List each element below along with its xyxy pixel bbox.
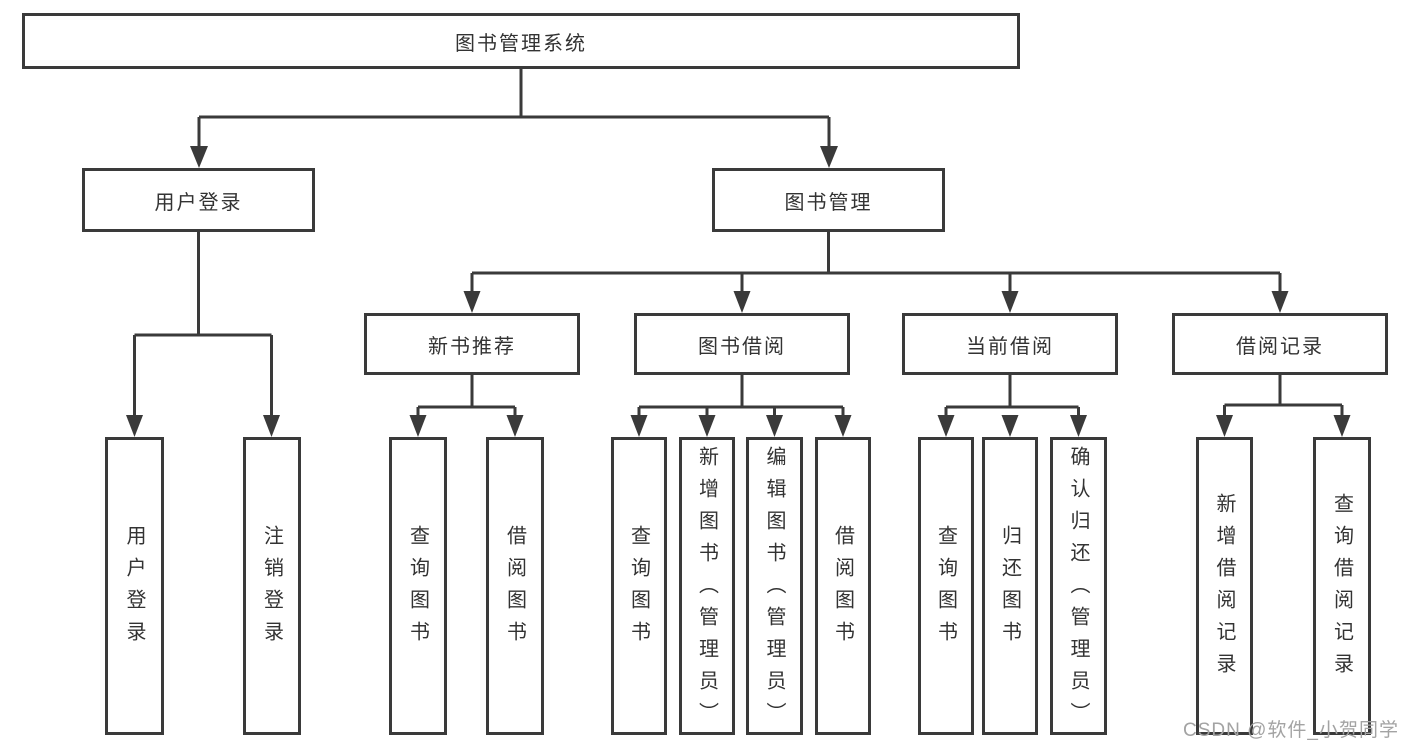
node-query-books: 查询图书	[611, 437, 667, 735]
connector	[470, 232, 1282, 291]
node-current-borrowing: 当前借阅	[902, 313, 1118, 375]
arrowhead-icon	[126, 415, 143, 437]
connector	[197, 69, 831, 146]
node-book-borrowing: 图书借阅	[634, 313, 850, 375]
connector	[637, 375, 845, 415]
node-user-login: 用户登录	[82, 168, 315, 232]
arrowhead-icon	[834, 415, 852, 437]
node-edit-books-admin: 编辑图书（管理员）	[746, 437, 803, 735]
arrowhead-icon	[698, 415, 716, 437]
node-book-management: 图书管理	[712, 168, 945, 232]
node-user-login-leaf: 用户登录	[105, 437, 164, 735]
node-root: 图书管理系统	[22, 13, 1020, 69]
arrowhead-icon	[263, 415, 280, 437]
node-logout: 注销登录	[243, 437, 301, 735]
arrowhead-icon	[190, 146, 208, 168]
node-confirm-return-admin: 确认归还（管理员）	[1050, 437, 1107, 735]
connector	[1223, 375, 1344, 415]
arrowhead-icon	[409, 415, 427, 437]
node-return-books: 归还图书	[982, 437, 1038, 735]
node-query-books: 查询图书	[389, 437, 447, 735]
arrowhead-icon	[630, 415, 648, 437]
arrowhead-icon	[1216, 415, 1233, 437]
connector	[944, 375, 1080, 415]
watermark: CSDN @软件_小贺同学	[1183, 720, 1399, 741]
arrowhead-icon	[937, 415, 955, 437]
node-borrow-books: 借阅图书	[486, 437, 544, 735]
node-query-books: 查询图书	[918, 437, 974, 735]
arrowhead-icon	[820, 146, 838, 168]
arrowhead-icon	[1001, 415, 1019, 437]
node-new-book-recommend: 新书推荐	[364, 313, 580, 375]
node-borrow-books: 借阅图书	[815, 437, 871, 735]
arrowhead-icon	[506, 415, 524, 437]
node-query-borrow-record: 查询借阅记录	[1313, 437, 1371, 735]
node-add-borrow-record: 新增借阅记录	[1196, 437, 1253, 735]
connector	[416, 375, 517, 415]
arrowhead-icon	[1333, 415, 1351, 437]
connector	[133, 232, 273, 415]
arrowhead-icon	[733, 291, 751, 313]
arrowhead-icon	[1271, 291, 1289, 313]
arrowhead-icon	[463, 291, 481, 313]
node-add-books-admin: 新增图书（管理员）	[679, 437, 735, 735]
arrowhead-icon	[1070, 415, 1087, 437]
arrowhead-icon	[1001, 291, 1019, 313]
node-borrow-records: 借阅记录	[1172, 313, 1388, 375]
arrowhead-icon	[766, 415, 783, 437]
